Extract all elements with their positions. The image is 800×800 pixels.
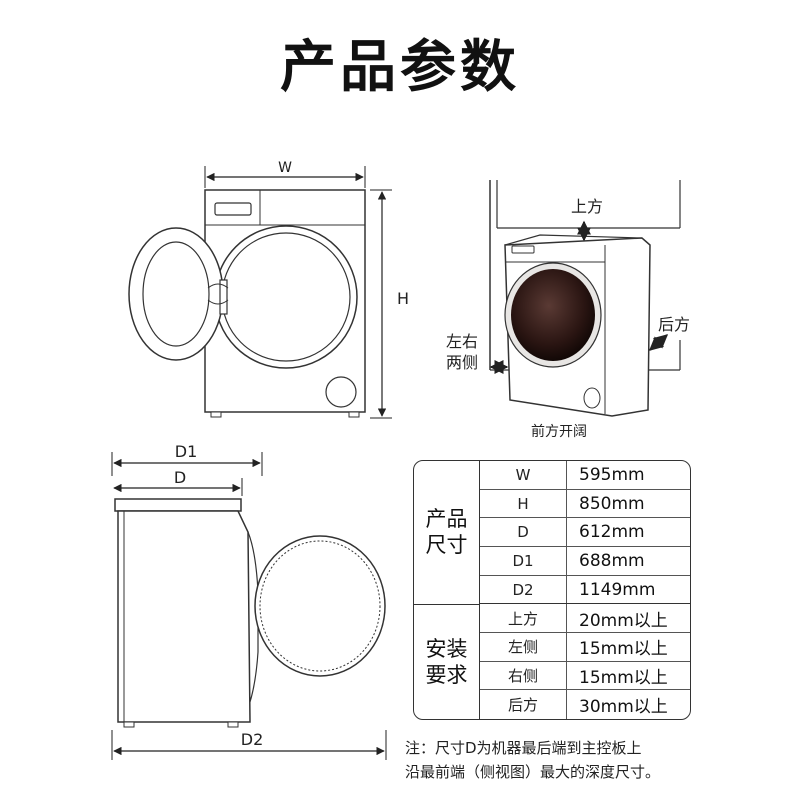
table-row: D1 688mm xyxy=(480,547,690,576)
table-row: H 850mm xyxy=(480,489,690,519)
spec-key: 左侧 xyxy=(480,633,567,661)
spec-value: 612mm xyxy=(579,522,645,543)
page-title: 产品参数 xyxy=(280,35,520,100)
footnote: 注：尺寸D为机器最后端到主控板上 沿最前端（侧视图）最大的深度尺寸。 xyxy=(405,736,705,784)
spec-key: D xyxy=(480,518,567,547)
table-row: 右侧 15mm以上 xyxy=(480,661,690,691)
group-product-size-line1: 产品 xyxy=(425,507,468,532)
back-clearance-label: 后方 xyxy=(658,315,690,334)
table-row: 后方 30mm以上 xyxy=(480,690,690,719)
group-product-size-line2: 尺寸 xyxy=(425,533,468,558)
spec-rows: W 595mm H 850mm D 612mm D1 688mm D2 1149… xyxy=(480,461,690,719)
height-label: H xyxy=(397,289,409,308)
width-label: W xyxy=(278,160,292,176)
table-row: D2 1149mm xyxy=(480,575,690,605)
top-clearance-label: 上方 xyxy=(571,197,603,216)
installation-clearance-view: 上方 后方 左右 两侧 前方开阔 xyxy=(446,180,690,440)
front-view-washer: W H xyxy=(128,160,409,419)
spec-key: H xyxy=(480,489,567,518)
spec-value: 15mm以上 xyxy=(579,639,668,660)
spec-key: W xyxy=(480,461,567,489)
control-display xyxy=(214,202,252,216)
spec-value: 30mm以上 xyxy=(579,697,668,718)
front-clearance-label: 前方开阔 xyxy=(531,423,587,440)
spec-value: 1149mm xyxy=(579,579,656,600)
table-row: W 595mm xyxy=(480,461,690,490)
spec-key: D1 xyxy=(480,547,567,575)
side-clearance-label-1: 左右 xyxy=(446,332,478,351)
spec-value: 20mm以上 xyxy=(579,610,668,631)
table-row: D 612mm xyxy=(480,518,690,548)
group-product-size: 产品 尺寸 xyxy=(414,461,479,605)
spec-table: 产品 尺寸 安装 要求 W 595mm H 850mm D 612mm D1 6… xyxy=(413,460,691,720)
spec-value: 15mm以上 xyxy=(579,668,668,689)
spec-key: 右侧 xyxy=(480,661,567,690)
drum-window xyxy=(511,269,595,361)
spec-value: 688mm xyxy=(579,550,645,571)
d1-label: D1 xyxy=(175,442,198,461)
table-row: 上方 20mm以上 xyxy=(480,604,690,634)
d-label: D xyxy=(174,468,186,487)
back-clearance-arrow xyxy=(648,334,669,351)
spec-group-column: 产品 尺寸 安装 要求 xyxy=(414,461,480,719)
side-open-door xyxy=(254,535,386,677)
group-install-requirements: 安装 要求 xyxy=(414,605,479,719)
group-install-line2: 要求 xyxy=(425,662,468,687)
filter-cover xyxy=(325,376,357,408)
spec-key: D2 xyxy=(480,575,567,604)
spec-key: 后方 xyxy=(480,690,567,719)
footnote-line2: 沿最前端（侧视图）最大的深度尺寸。 xyxy=(405,763,661,781)
table-row: 左侧 15mm以上 xyxy=(480,633,690,662)
spec-value: 850mm xyxy=(579,493,645,514)
spec-value: 595mm xyxy=(579,464,645,485)
group-install-line1: 安装 xyxy=(425,636,468,661)
spec-key: 上方 xyxy=(480,604,567,633)
footnote-line1: 注：尺寸D为机器最后端到主控板上 xyxy=(405,739,642,757)
d2-label: D2 xyxy=(241,730,264,749)
side-clearance-label-2: 两侧 xyxy=(446,353,478,372)
side-view-washer: D1 D D2 xyxy=(111,442,387,760)
